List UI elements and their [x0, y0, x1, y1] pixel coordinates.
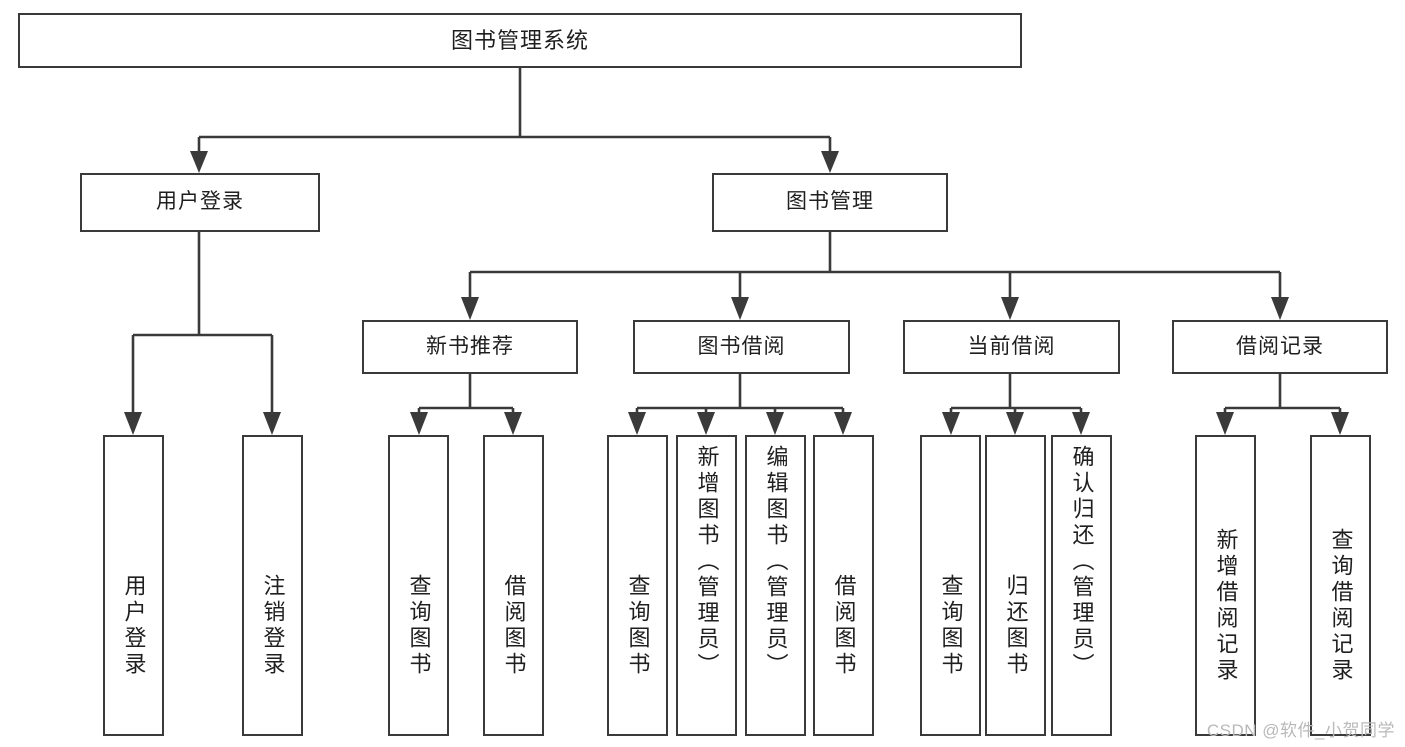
- node-root-book-management-system[interactable]: 图书管理系统: [18, 13, 1022, 68]
- node-label: 注销登录: [260, 573, 286, 678]
- leaf-query-book-borrow[interactable]: 查询图书: [607, 435, 668, 736]
- leaf-logout[interactable]: 注销登录: [242, 435, 303, 736]
- watermark-text: CSDN @软件_小贺同学: [1206, 721, 1395, 740]
- node-label: 图书借阅: [697, 334, 786, 358]
- node-current-borrow[interactable]: 当前借阅: [903, 320, 1120, 374]
- leaf-return-book[interactable]: 归还图书: [985, 435, 1046, 736]
- leaf-query-book-newbook[interactable]: 查询图书: [388, 435, 449, 736]
- leaf-confirm-return-admin[interactable]: 确认归还（管理员）: [1051, 435, 1112, 736]
- node-label: 归还图书: [1003, 573, 1029, 678]
- node-label: 查询图书: [938, 573, 964, 678]
- leaf-add-book-admin[interactable]: 新增图书（管理员）: [676, 435, 737, 736]
- node-label: 用户登录: [156, 190, 244, 214]
- leaf-edit-book-admin[interactable]: 编辑图书（管理员）: [745, 435, 806, 736]
- leaf-borrow-book-newbook[interactable]: 借阅图书: [483, 435, 544, 736]
- node-book-management[interactable]: 图书管理: [712, 173, 948, 232]
- node-borrow-record[interactable]: 借阅记录: [1172, 320, 1388, 374]
- node-label: 新增借阅记录: [1213, 527, 1239, 684]
- node-label: 借阅图书: [501, 573, 527, 678]
- node-label: 图书管理系统: [450, 27, 589, 53]
- leaf-query-book-current[interactable]: 查询图书: [920, 435, 981, 736]
- node-label: 查询图书: [406, 573, 432, 678]
- node-label: 编辑图书（管理员）: [763, 445, 789, 679]
- leaf-borrow-book[interactable]: 借阅图书: [813, 435, 874, 736]
- node-label: 新书推荐: [426, 334, 514, 358]
- leaf-user-login[interactable]: 用户登录: [103, 435, 164, 736]
- node-label: 新增图书（管理员）: [694, 445, 720, 679]
- node-label: 查询图书: [625, 573, 651, 678]
- leaf-add-borrow-record[interactable]: 新增借阅记录: [1195, 435, 1256, 736]
- leaf-query-borrow-record[interactable]: 查询借阅记录: [1310, 435, 1371, 736]
- node-user-login[interactable]: 用户登录: [80, 173, 320, 232]
- node-new-book-recommend[interactable]: 新书推荐: [362, 320, 578, 374]
- node-label: 借阅图书: [831, 573, 857, 678]
- node-label: 当前借阅: [967, 334, 1056, 358]
- node-label: 借阅记录: [1236, 334, 1324, 358]
- node-label: 图书管理: [786, 190, 874, 214]
- node-label: 用户登录: [121, 573, 147, 678]
- node-label: 确认归还（管理员）: [1069, 445, 1095, 679]
- node-book-borrow[interactable]: 图书借阅: [633, 320, 850, 374]
- node-label: 查询借阅记录: [1328, 527, 1354, 684]
